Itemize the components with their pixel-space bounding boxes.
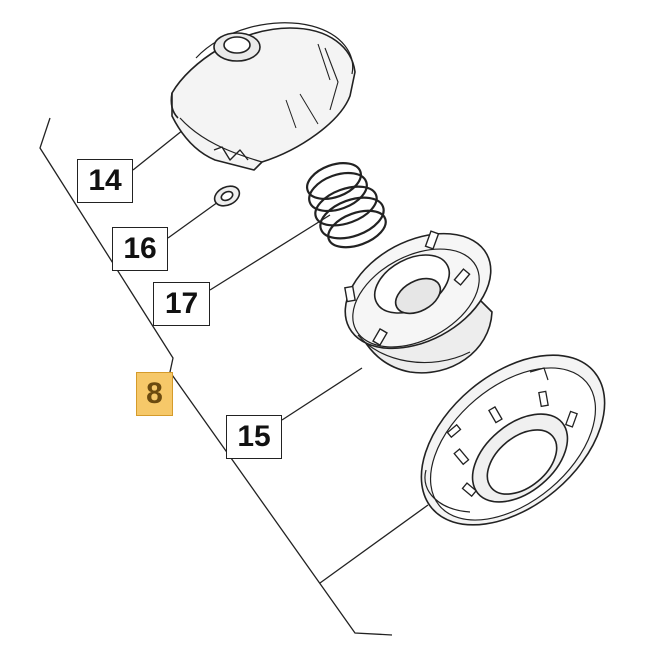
base-housing-icon — [420, 354, 606, 526]
washer-icon — [213, 185, 241, 207]
group-bracket-line — [39, 117, 393, 636]
leader-lines — [132, 129, 429, 584]
spool-cover-icon — [170, 22, 356, 171]
spring-icon — [306, 162, 387, 249]
spool-icon — [344, 230, 493, 374]
callout-part-14: 14 — [77, 159, 133, 203]
callout-part-17: 17 — [153, 282, 210, 326]
callout-group-8: 8 — [136, 372, 173, 416]
callout-part-15: 15 — [226, 415, 282, 459]
callout-part-16: 16 — [112, 227, 168, 271]
